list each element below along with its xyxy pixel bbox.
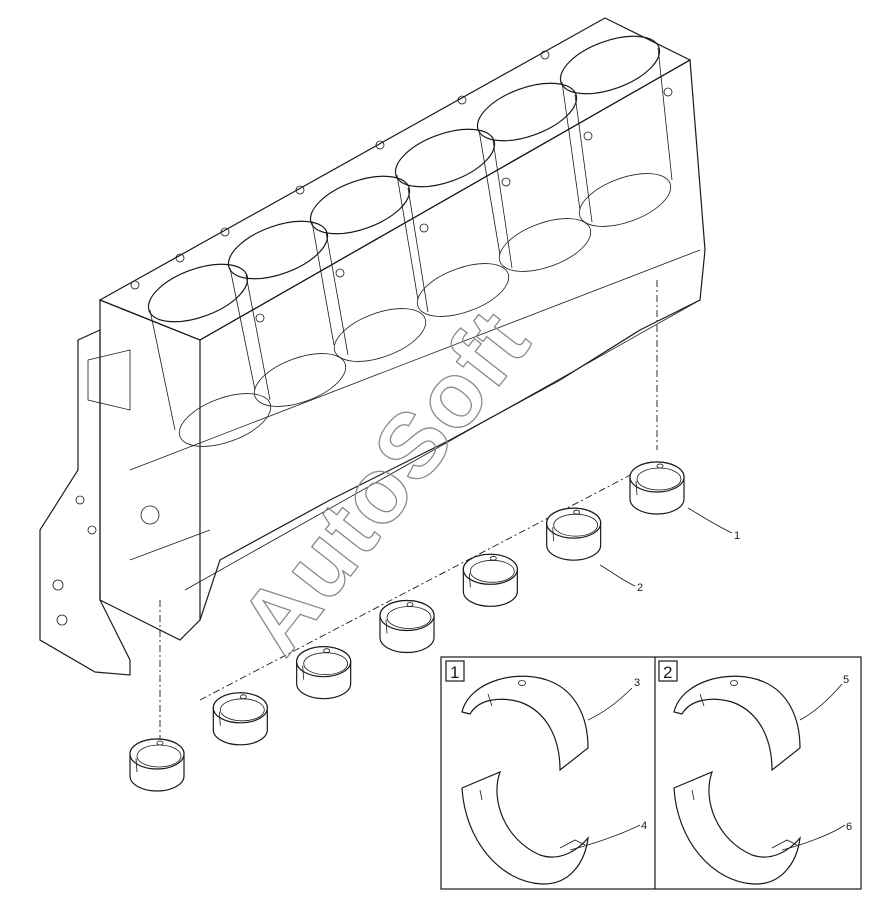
main-bearing-1 — [129, 738, 185, 792]
callout-6: 6 — [846, 821, 852, 833]
detail-box-2-number: 2 — [663, 663, 672, 682]
main-bearing-3 — [296, 646, 352, 700]
callout-1: 1 — [734, 530, 740, 542]
lower-bearing-shell-1 — [461, 770, 589, 885]
detail-box-2: 2 5 6 — [658, 660, 852, 885]
main-bearing-7 — [629, 461, 685, 515]
main-bearings — [129, 461, 685, 792]
callout-2: 2 — [637, 582, 643, 594]
lower-bearing-shell-2 — [673, 770, 801, 885]
detail-box-1: 1 3 4 — [445, 660, 647, 885]
main-bearing-2 — [212, 692, 268, 746]
callout-5: 5 — [843, 674, 849, 686]
main-bearing-4 — [379, 599, 435, 654]
callout-4: 4 — [641, 820, 647, 832]
main-bearing-6 — [546, 507, 602, 561]
detail-frame — [440, 656, 862, 890]
main-bearing-5 — [462, 553, 518, 607]
detail-box-1-number: 1 — [450, 663, 459, 682]
upper-bearing-shell-1 — [461, 675, 589, 772]
engine-block — [39, 17, 706, 676]
crankshaft-axis — [159, 280, 658, 740]
cylinder-bores — [147, 35, 673, 447]
callout-3: 3 — [634, 677, 640, 689]
callout-leaders — [599, 507, 733, 587]
upper-bearing-shell-2 — [673, 675, 801, 772]
head-bolt-holes — [130, 50, 673, 323]
